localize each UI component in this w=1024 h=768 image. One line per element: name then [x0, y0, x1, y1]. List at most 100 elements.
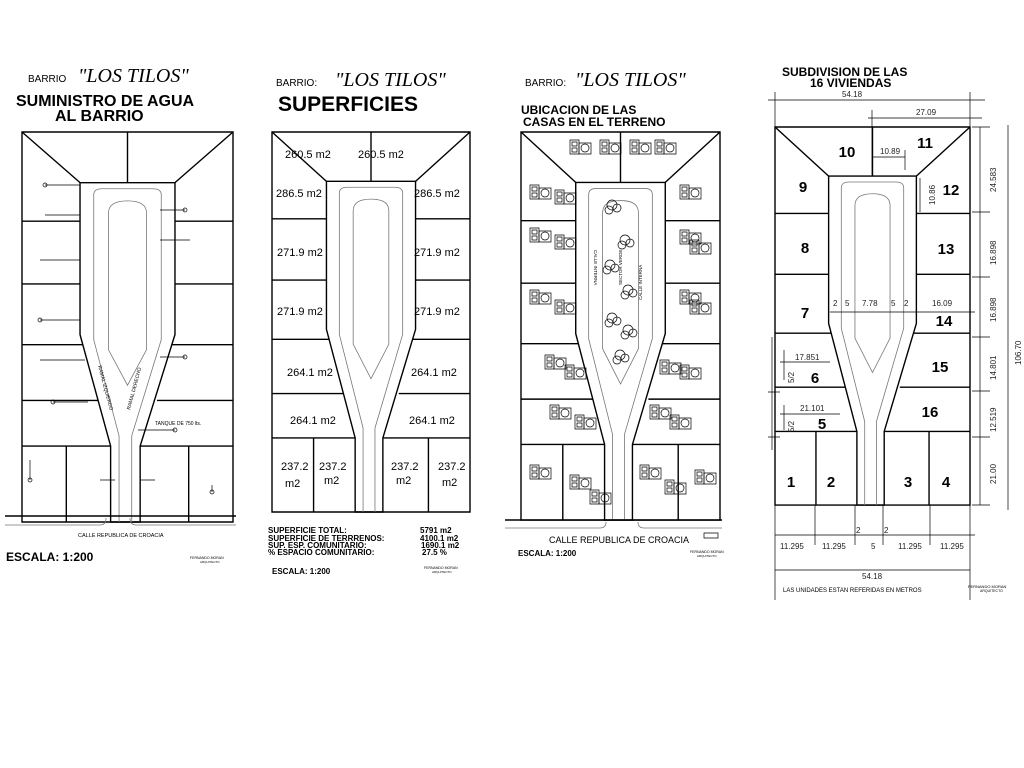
summary-value: 5791 m2: [420, 526, 452, 535]
water-connections: [28, 183, 214, 494]
scale-label: ESCALA: 1:200: [272, 567, 331, 576]
internal-street-right-label: CALLE INTERNA: [638, 265, 643, 300]
summary-value: 1690.1 m2: [421, 541, 460, 550]
project-name: "LOS TILOS": [575, 69, 686, 91]
summary-label: SUP. ESP. COMUNITARIO:: [268, 541, 367, 550]
dimension: 5/2: [787, 420, 796, 432]
lot-unit: m2: [324, 475, 339, 487]
lot-area: 237.2: [438, 461, 466, 473]
dimension: 2: [856, 526, 861, 535]
lot-area: 264.1 m2: [409, 415, 455, 427]
panel-water-supply: BARRIO "LOS TILOS" SUMINISTRO DE AGUA AL…: [5, 65, 236, 564]
lot-number: 12: [943, 182, 960, 199]
panel-surfaces: BARRIO: "LOS TILOS" SUPERFICIES 260.5 m2…: [268, 69, 471, 576]
author-role: ARQUITECTO: [697, 554, 717, 558]
lot-areas: 260.5 m2 260.5 m2 286.5 m2 286.5 m2 271.…: [276, 149, 466, 490]
dimension-lines: [768, 92, 1008, 600]
dimension: 24.583: [989, 167, 998, 192]
lot-number: 1: [787, 474, 795, 491]
dimension: 11.295: [822, 542, 846, 551]
dimension: 21.00: [989, 463, 998, 484]
lot-number: 10: [839, 144, 856, 161]
barrio-label: BARRIO: [28, 74, 67, 85]
summary-value: 27.5 %: [422, 548, 447, 557]
lot-area: 264.1 m2: [290, 415, 336, 427]
ramal-derecho-label: RAMAL DERECHO: [126, 367, 143, 411]
dimension: 5: [891, 299, 896, 308]
dimension-labels: 54.18 27.09 10.89 10.86 24.583 16.898 16…: [780, 90, 1023, 581]
lot-number: 11: [917, 135, 933, 152]
lot-unit: m2: [396, 475, 411, 487]
scale-label: ESCALA: 1:200: [518, 549, 577, 558]
lot-area: 271.9 m2: [277, 247, 323, 259]
site-plan: [21, 131, 234, 523]
lot-number: 5: [818, 416, 826, 433]
dimension: 5/2: [787, 371, 796, 383]
dimension: 2: [904, 299, 909, 308]
street-name: CALLE REPUBLICA DE CROACIA: [78, 533, 164, 539]
lot-area: 237.2: [281, 461, 309, 473]
lot-number: 2: [827, 474, 835, 491]
lot-area: 271.9 m2: [277, 306, 323, 318]
dimension: 7.78: [862, 299, 878, 308]
barrio-label: BARRIO:: [525, 78, 566, 89]
green-sector-label: SECTOR VERDE: [618, 250, 623, 285]
summary-label: % ESPACIO COMUNITARIO:: [268, 548, 374, 557]
dimension: 17.851: [795, 353, 820, 362]
houses: [529, 139, 717, 505]
dimension: 2: [884, 526, 889, 535]
lot-number: 8: [801, 240, 809, 257]
author-role: ARQUITECTO: [432, 570, 452, 574]
tank-label: TANQUE DE 750 lts.: [155, 421, 201, 427]
surface-summary: SUPERFICIE TOTAL: 5791 m2 SUPERFICIE DE …: [268, 526, 460, 557]
author-name: FERNANDO MORAN: [424, 566, 458, 570]
lot-area: 260.5 m2: [358, 149, 404, 161]
dimension: 14.801: [989, 355, 998, 380]
lot-number: 7: [801, 305, 809, 322]
panel-subtitle: AL BARRIO: [55, 108, 144, 125]
dimension: 54.18: [842, 90, 863, 99]
lot-number: 4: [942, 474, 951, 491]
author-name: FERNANDO MORAN: [190, 556, 224, 560]
dimension: 16.898: [989, 297, 998, 322]
lot-area: 271.9 m2: [414, 247, 460, 259]
lot-number: 14: [936, 313, 953, 330]
dimension: 27.09: [916, 108, 937, 117]
dimension: 10.89: [880, 147, 901, 156]
dimension: 11.295: [898, 542, 922, 551]
dimension: 16.09: [932, 299, 953, 308]
dimension: 10.86: [928, 184, 937, 205]
panel-title: SUBDIVISION DE LAS: [782, 65, 907, 79]
lot-number: 16: [922, 404, 939, 421]
lot-number: 3: [904, 474, 912, 491]
dimension: 12.519: [989, 407, 998, 432]
panel-house-location: BARRIO: "LOS TILOS" UBICACION DE LAS CAS…: [505, 69, 724, 558]
lot-area: 264.1 m2: [287, 367, 333, 379]
dimension: 11.295: [780, 542, 804, 551]
lot-area: 237.2: [319, 461, 347, 473]
dimension: 21.101: [800, 404, 825, 413]
dimension: 54.18: [862, 572, 883, 581]
panel-title: SUMINISTRO DE AGUA: [16, 93, 195, 110]
panel-subdivision: SUBDIVISION DE LAS 16 VIVIENDAS 1 2 3 4 …: [768, 65, 1023, 600]
dimension: 11.295: [940, 542, 964, 551]
units-note: LAS UNIDADES ESTAN REFERIDAS EN METROS: [783, 588, 922, 594]
lot-number: 9: [799, 179, 807, 196]
lot-area: 286.5 m2: [276, 188, 322, 200]
lot-area: 286.5 m2: [414, 188, 460, 200]
dimension: 106.70: [1014, 340, 1023, 365]
lot-unit: m2: [285, 478, 300, 490]
panel-subtitle: 16 VIVIENDAS: [810, 76, 891, 90]
author-role: ARQUITECTO: [200, 560, 220, 564]
project-name: "LOS TILOS": [78, 65, 189, 87]
author-role: ARQUITECTO: [980, 589, 1003, 593]
internal-street-left-label: CALLE INTERNA: [593, 250, 598, 285]
author-name: FERNANDO MORAN: [968, 584, 1007, 589]
panel-title: UBICACION DE LAS: [521, 103, 636, 117]
lot-unit: m2: [442, 477, 457, 489]
lot-number: 15: [932, 359, 949, 376]
lot-area: 260.5 m2: [285, 149, 331, 161]
lot-numbers: 1 2 3 4 5 6 7 8 9 10 11 12 13 14 15 16: [787, 135, 960, 491]
panel-title: SUPERFICIES: [278, 93, 418, 116]
